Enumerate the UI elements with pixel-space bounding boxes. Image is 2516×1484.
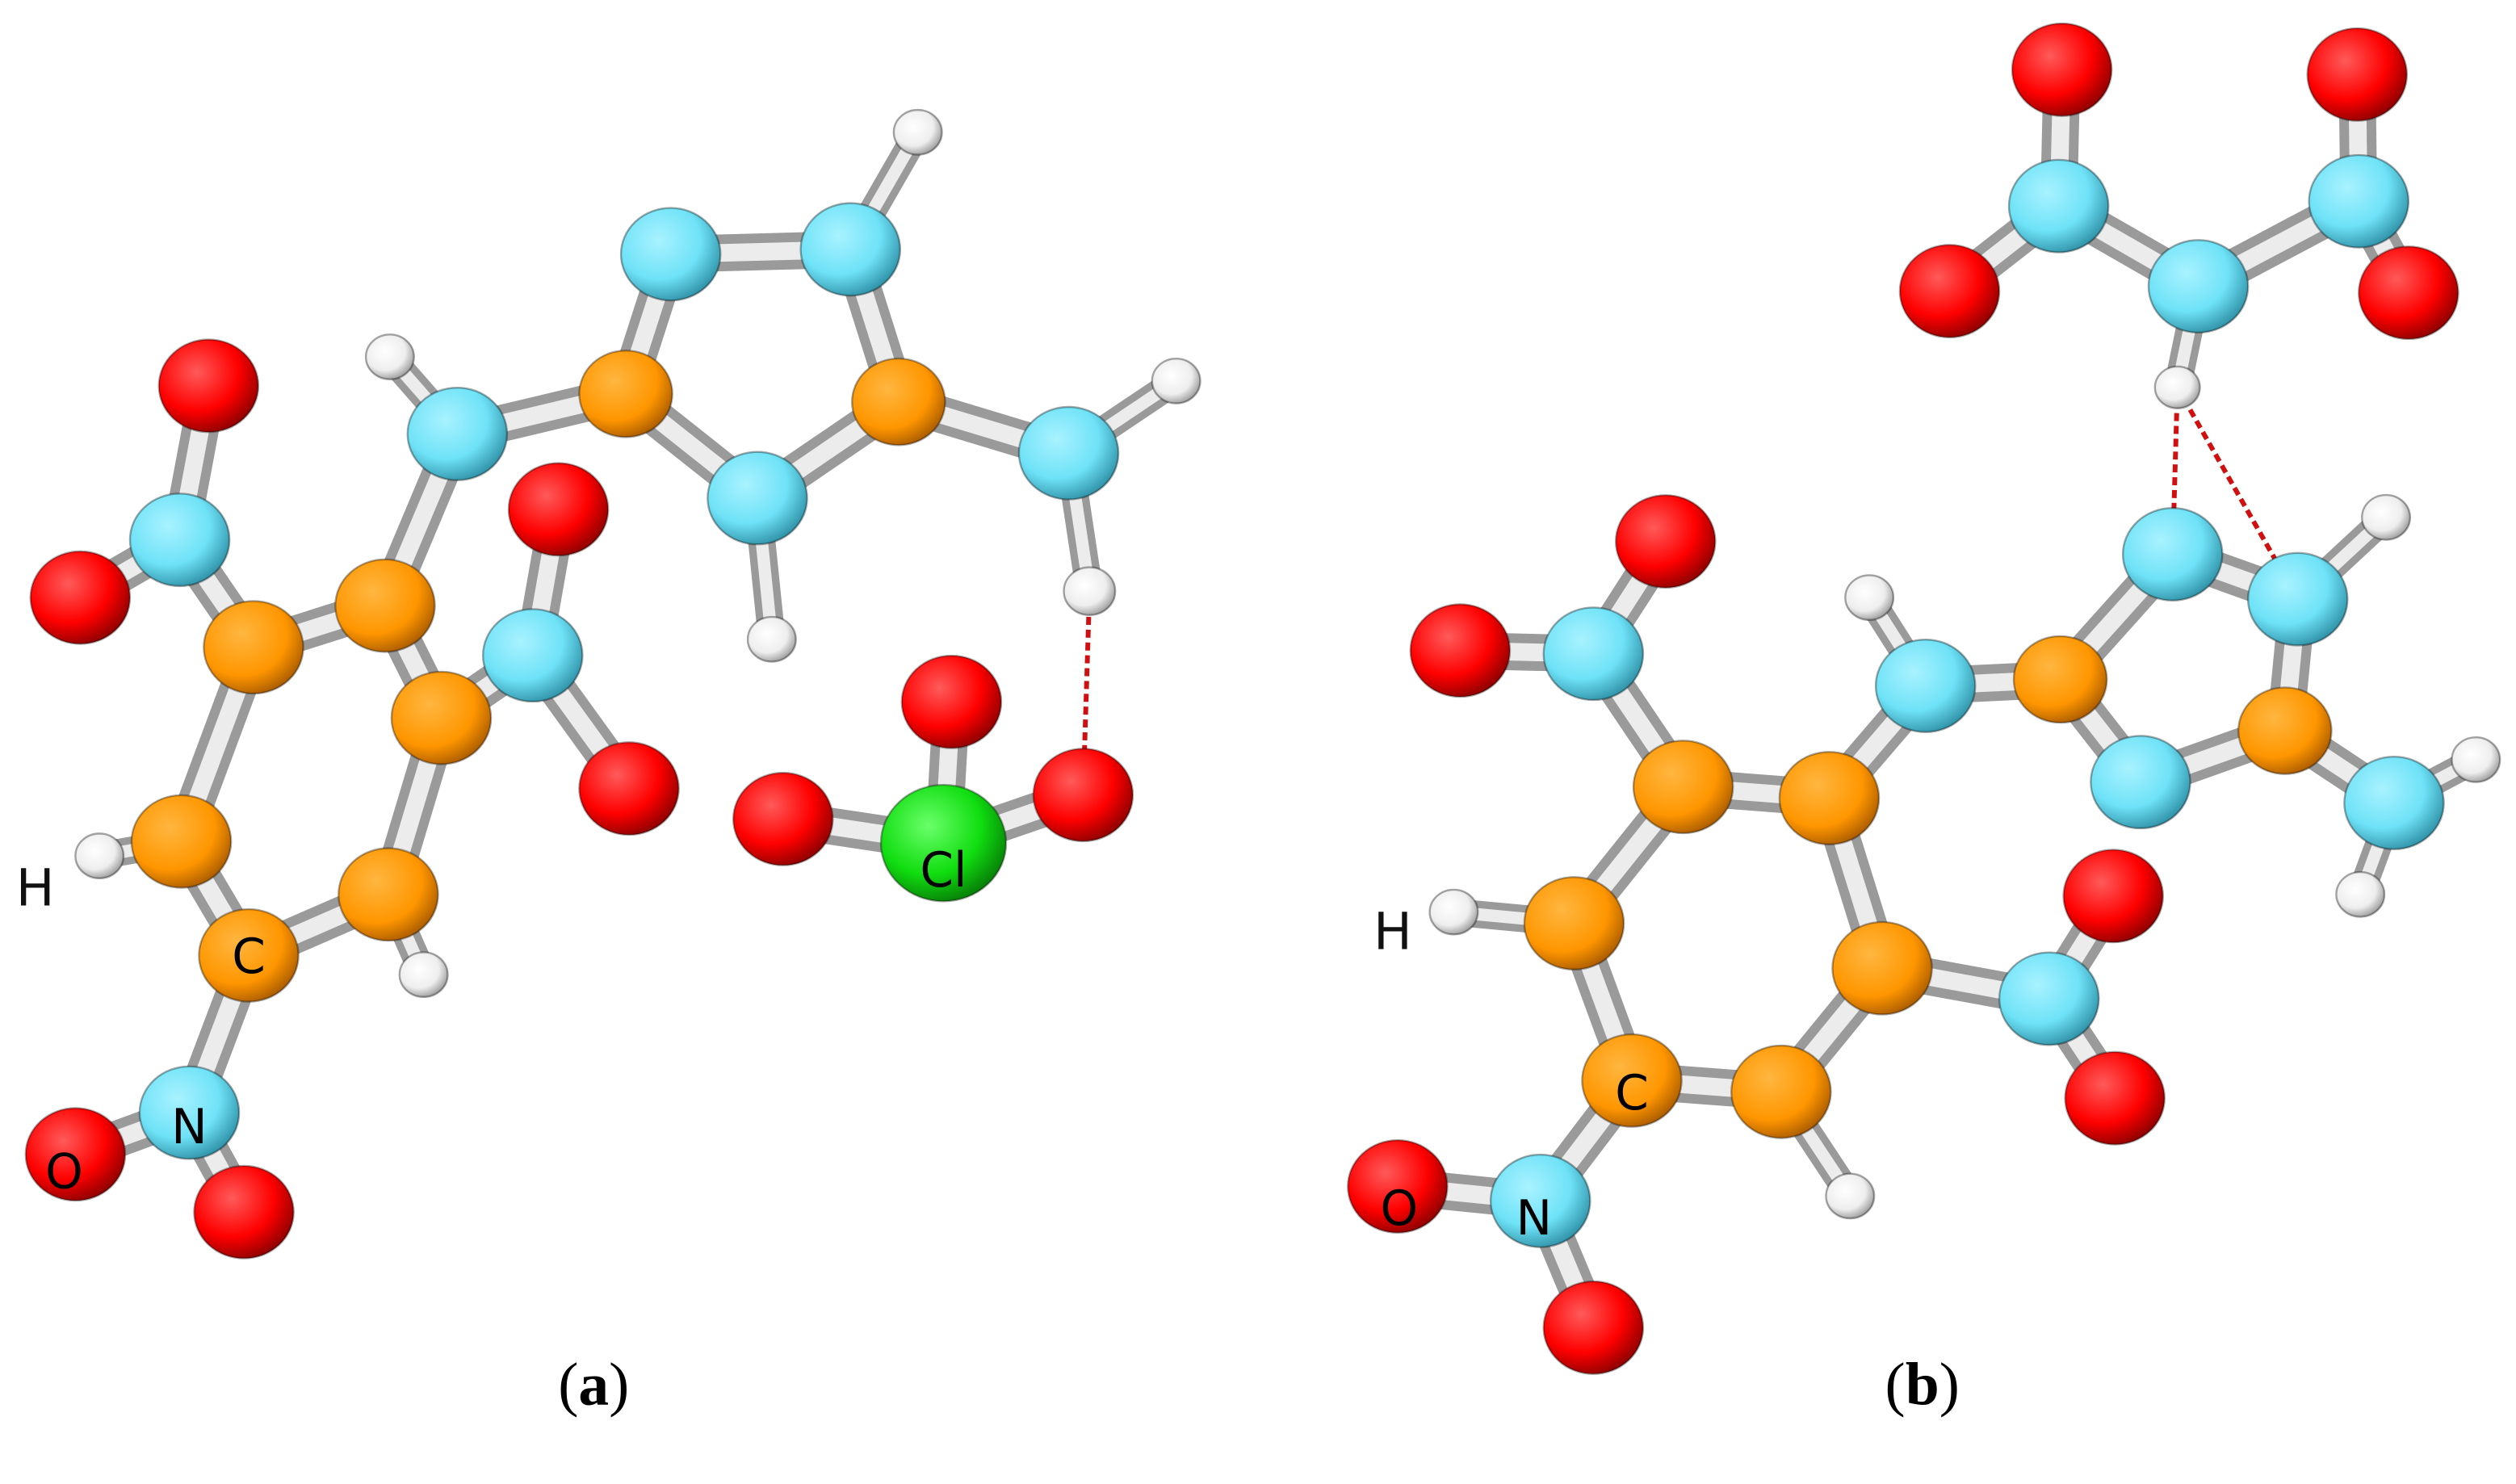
atom-nitrogen [1998, 951, 2100, 1046]
atom-oxygen [157, 338, 260, 434]
atom-hydrogen [74, 832, 125, 880]
atom-nitrogen [707, 451, 808, 546]
hydrogen-bond-dashed-line [2170, 387, 2180, 555]
atom-label-n: N [171, 1100, 208, 1155]
atom-carbon [198, 908, 300, 1003]
atom-label-h: H [1373, 901, 1412, 961]
atom-carbon [338, 847, 439, 942]
atom-oxygen [2062, 849, 2164, 944]
atom-oxygen [193, 1164, 295, 1260]
atom-hydrogen [1825, 1172, 1876, 1220]
atom-oxygen [507, 462, 610, 557]
panel-a-caption: (a) [558, 1352, 629, 1419]
atom-carbon [578, 349, 673, 438]
atom-oxygen [2064, 1050, 2166, 1146]
atom-hydrogen [1844, 574, 1895, 622]
atom-hydrogen [364, 333, 415, 380]
atom-hydrogen [892, 108, 943, 156]
atom-nitrogen [1489, 1153, 1591, 1248]
hydrogen-bond-dashed-line [2175, 386, 2300, 601]
atom-nitrogen [2246, 551, 2349, 647]
atom-oxygen [732, 771, 834, 866]
atom-hydrogen [2451, 736, 2501, 783]
atom-nitrogen [2007, 158, 2110, 254]
atom-oxygen [24, 1107, 127, 1202]
atom-carbon [1581, 1033, 1683, 1128]
atom-nitrogen [2147, 239, 2250, 334]
atom-hydrogen [398, 951, 449, 999]
atom-carbon [130, 794, 233, 889]
atom-carbon [203, 600, 304, 695]
atom-label-cl: Cl [920, 843, 967, 899]
atom-carbon [1730, 1044, 1832, 1139]
atom-nitrogen [2343, 756, 2445, 850]
atom-carbon [334, 558, 436, 653]
atom-carbon [2237, 686, 2333, 775]
atom-hydrogen [2335, 870, 2386, 918]
atom-nitrogen [481, 608, 584, 703]
atom-carbon [1632, 740, 1734, 835]
atom-nitrogen [619, 207, 722, 302]
atom-label-h: H [16, 858, 55, 918]
atom-hydrogen [1428, 888, 1479, 936]
atom-nitrogen [138, 1065, 241, 1160]
atom-nitrogen [2121, 507, 2224, 602]
atom-chlorine [879, 783, 1008, 903]
atom-nitrogen [1874, 638, 1977, 733]
atom-oxygen [29, 550, 132, 645]
atom-carbon [1831, 920, 1933, 1016]
atom-nitrogen [128, 493, 231, 588]
atom-oxygen [1898, 244, 2001, 339]
atom-oxygen [1347, 1138, 1449, 1234]
atom-nitrogen [2308, 153, 2410, 249]
atom-nitrogen [1017, 405, 1120, 501]
atom-oxygen [578, 741, 680, 836]
atom-carbon [2012, 635, 2108, 724]
atom-hydrogen [2153, 365, 2201, 409]
atom-label-n: N [1516, 1191, 1553, 1247]
atom-label-o: O [1380, 1181, 1418, 1237]
atom-oxygen [2306, 27, 2409, 122]
atom-hydrogen [2361, 493, 2412, 541]
atom-label-o: O [45, 1144, 83, 1200]
atom-label-c: C [1615, 1066, 1649, 1121]
atom-oxygen [2011, 22, 2113, 117]
atom-label-c: C [232, 929, 266, 985]
atom-oxygen [2358, 245, 2459, 341]
atom-hydrogen [1151, 357, 1201, 405]
atom-nitrogen [406, 386, 509, 481]
atom-hydrogen [1063, 566, 1117, 616]
atom-nitrogen [1542, 606, 1645, 702]
atom-carbon [851, 357, 946, 446]
atom-carbon [390, 670, 493, 765]
atoms-layer [24, 22, 2501, 1375]
atom-oxygen [1614, 494, 1717, 589]
atom-oxygen [1409, 603, 1512, 698]
atom-carbon [1778, 751, 1881, 846]
atom-carbon [1523, 876, 1625, 971]
atom-nitrogen [2090, 735, 2191, 830]
atom-hydrogen [746, 615, 797, 663]
panel-b-caption: (b) [1885, 1352, 1960, 1419]
atom-nitrogen [799, 202, 902, 297]
atom-oxygen [1032, 748, 1134, 843]
atom-oxygen [900, 654, 1003, 749]
atom-oxygen [1542, 1280, 1645, 1375]
